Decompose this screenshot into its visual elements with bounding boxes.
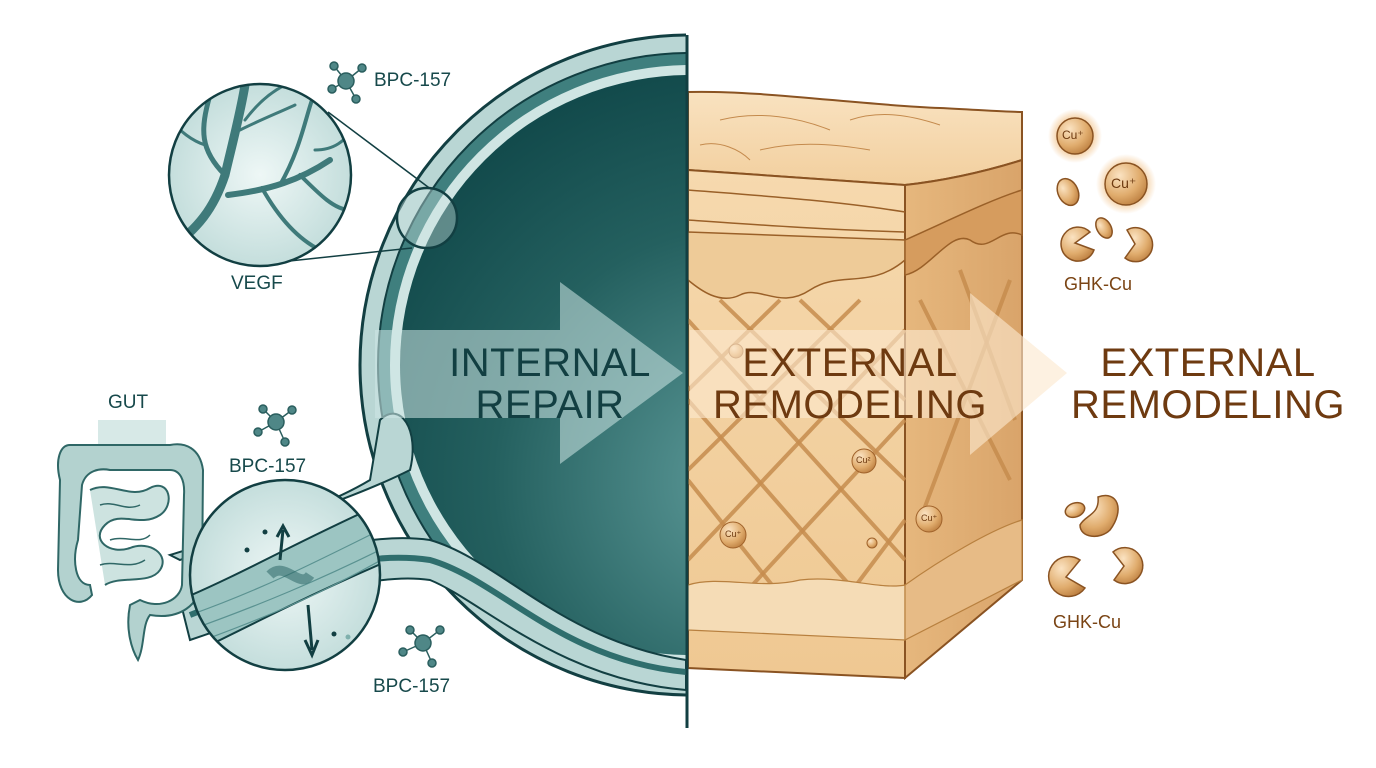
internal-arrow-icon bbox=[375, 282, 683, 464]
cu-skin-label-1: Cu² bbox=[856, 455, 871, 465]
ghk-cu-molecule-icon-top bbox=[1048, 109, 1156, 263]
headline-line-2: REPAIR bbox=[475, 383, 625, 427]
cu-skin-label-2: Cu⁺ bbox=[725, 529, 742, 539]
headline-line-2: REMODELING bbox=[1071, 383, 1345, 427]
vegf-label: VEGF bbox=[231, 273, 283, 294]
tendon-lens bbox=[188, 478, 382, 672]
cu-ion-label-1: Cu⁺ bbox=[1062, 128, 1084, 142]
external-arrow-icon bbox=[690, 293, 1067, 455]
external-remodeling-headline-inner: EXTERNAL REMODELING bbox=[700, 342, 1000, 426]
external-remodeling-headline-outer: EXTERNAL REMODELING bbox=[1068, 342, 1348, 426]
ghk-cu-label-top: GHK-Cu bbox=[1064, 274, 1133, 294]
gut-icon bbox=[56, 420, 205, 663]
internal-repair-headline: INTERNAL REPAIR bbox=[430, 342, 670, 426]
bpc157-label-top: BPC-157 bbox=[374, 70, 452, 91]
bpc157-molecule-icon-middle bbox=[253, 404, 297, 447]
headline-line-1: INTERNAL bbox=[449, 341, 651, 385]
bpc157-label-middle: BPC-157 bbox=[229, 456, 307, 477]
cu-ion-label-2: Cu⁺ bbox=[1111, 175, 1137, 191]
vegf-lens bbox=[167, 82, 459, 268]
gut-label: GUT bbox=[108, 392, 149, 413]
bpc157-molecule-icon-top bbox=[327, 61, 367, 104]
headline-line-1: EXTERNAL bbox=[742, 341, 958, 385]
headline-line-1: EXTERNAL bbox=[1100, 341, 1316, 385]
ghk-cu-label-bottom: GHK-Cu bbox=[1053, 612, 1122, 632]
headline-line-2: REMODELING bbox=[713, 383, 987, 427]
bpc157-label-bottom: BPC-157 bbox=[373, 676, 451, 697]
ghk-cu-molecule-icon-bottom bbox=[1047, 494, 1144, 598]
cu-skin-label-3: Cu⁺ bbox=[921, 513, 938, 523]
bpc157-molecule-icon-bottom bbox=[398, 625, 445, 668]
